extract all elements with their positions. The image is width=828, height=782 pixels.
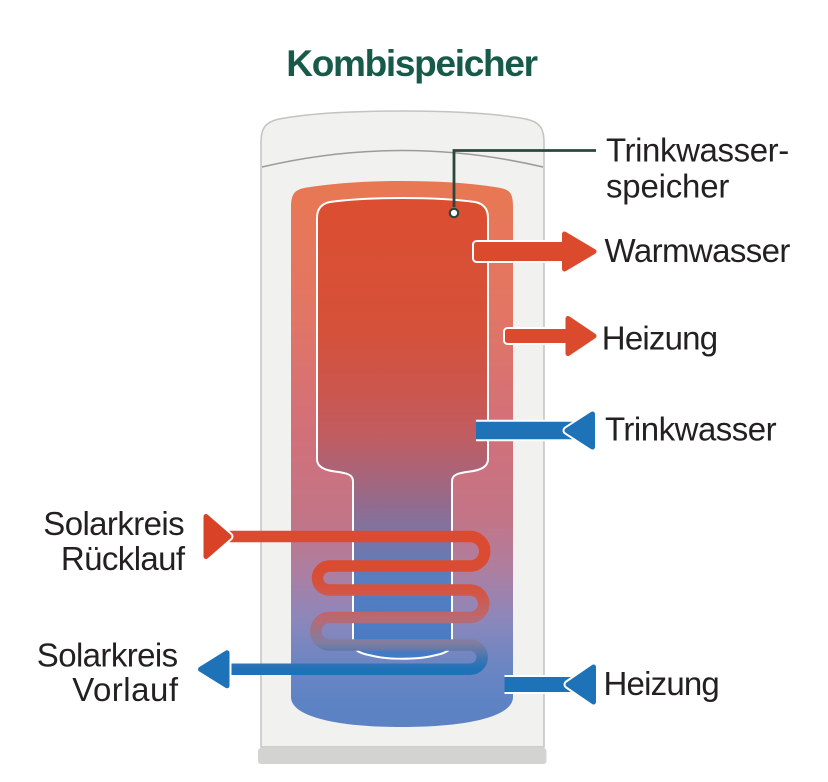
svg-text:Kombispeicher: Kombispeicher (286, 43, 537, 84)
svg-text:Trinkwasser: Trinkwasser (605, 411, 777, 448)
svg-text:Warmwasser: Warmwasser (605, 232, 791, 269)
svg-text:speicher: speicher (606, 168, 729, 205)
svg-text:Heizung: Heizung (602, 320, 717, 357)
svg-text:Trinkwasser-: Trinkwasser- (606, 132, 789, 169)
svg-text:Solarkreis: Solarkreis (43, 505, 184, 542)
svg-text:Vorlauf: Vorlauf (72, 671, 179, 708)
svg-text:Solarkreis: Solarkreis (37, 637, 178, 674)
svg-text:Rücklauf: Rücklauf (61, 540, 186, 577)
svg-text:Heizung: Heizung (604, 665, 719, 702)
